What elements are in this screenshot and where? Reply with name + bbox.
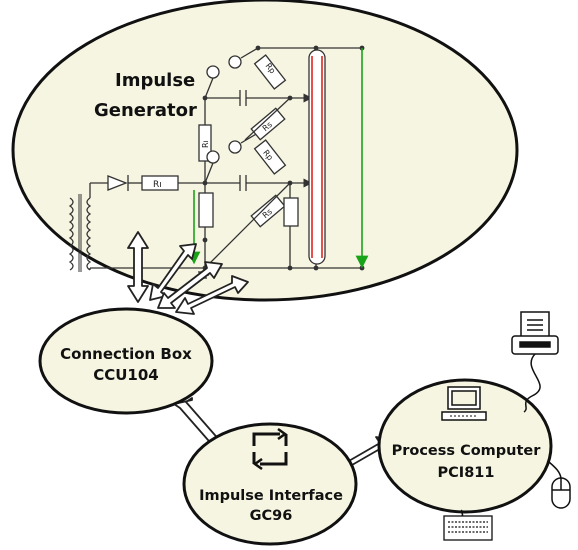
connection-box-bubble: Connection Box CCU104	[38, 307, 214, 415]
refresh-cycle-icon	[252, 427, 288, 471]
connection-box-label-line1: Connection Box	[60, 345, 192, 363]
impulse-generator-title-line2: Generator	[94, 100, 197, 121]
mouse-icon	[551, 477, 571, 509]
double-arrow-generator-box-4	[175, 275, 249, 315]
circuit-schematic	[68, 45, 365, 279]
double-arrow-generator-box-3	[157, 261, 223, 309]
impulse-generator-title-line1: Impulse	[115, 70, 195, 91]
process-computer-label-line2: PCI811	[438, 465, 495, 481]
double-arrow-generator-box-1	[127, 231, 149, 303]
printer-cable	[523, 353, 541, 413]
keyboard-icon	[443, 515, 493, 541]
process-computer-bubble: Process Computer PCI811	[377, 378, 553, 514]
printer-icon	[511, 311, 559, 355]
series-resistor-bottom-icon	[250, 194, 286, 228]
parallel-resistor-bottom-icon	[253, 139, 287, 175]
impulse-interface-label-line1: Impulse Interface	[199, 488, 343, 504]
impulse-interface-label-line2: GC96	[250, 508, 293, 524]
keyboard-cable	[460, 509, 464, 517]
front-resistor-upper-icon	[198, 124, 212, 162]
transformer-icon	[68, 183, 92, 272]
shunt-resistor-icon	[283, 197, 299, 227]
impulse-generator-bubble: Impulse Generator	[11, 0, 519, 302]
front-resistor-lower-icon	[198, 192, 214, 228]
parallel-resistor-top-icon	[253, 54, 287, 90]
double-arrow-generator-box-2	[149, 243, 197, 301]
mouse-cable	[548, 461, 562, 479]
process-computer-label-line1: Process Computer	[392, 443, 542, 459]
series-resistor-top-icon	[250, 107, 286, 141]
connection-box-label-line2: CCU104	[93, 366, 159, 384]
impulse-interface-bubble: Impulse Interface GC96	[182, 422, 358, 546]
monitor-icon	[441, 386, 487, 421]
front-resistor-label: Rı	[201, 140, 210, 148]
voltage-divider-red-line	[311, 56, 323, 258]
charging-resistor-label: Rı	[153, 180, 162, 190]
